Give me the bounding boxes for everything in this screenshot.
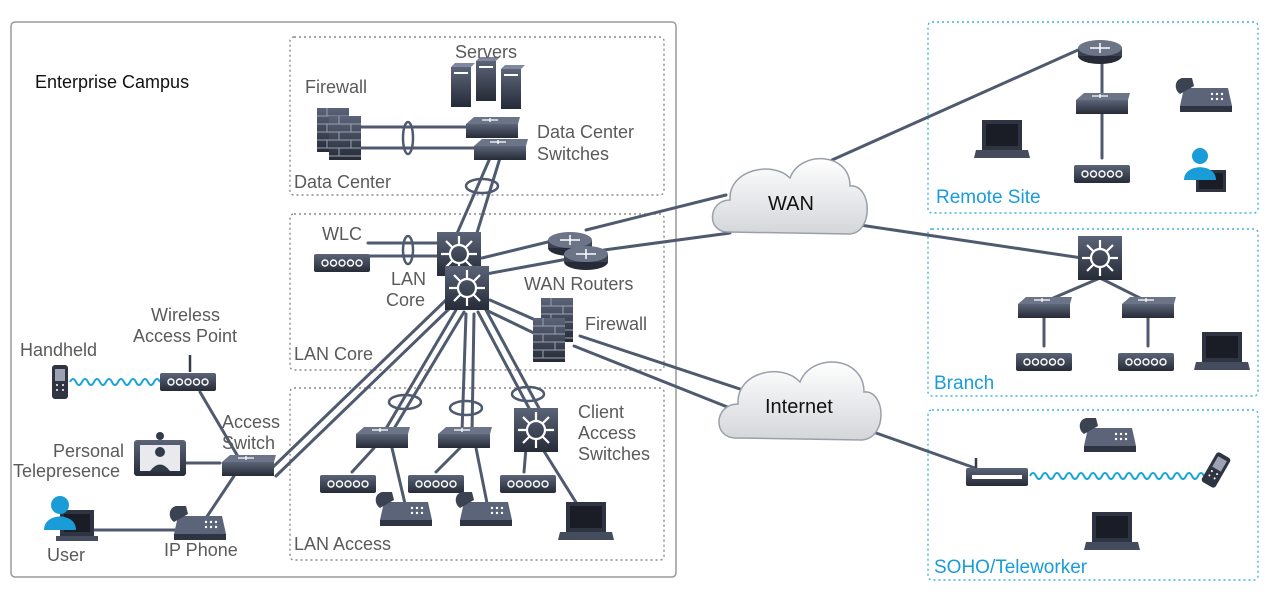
branch-zone <box>927 228 1259 397</box>
enterprise-campus-boundary <box>10 21 677 578</box>
wireless-link-handheld <box>69 378 161 386</box>
access-switch-label-line2: Switch <box>222 433 275 453</box>
lan-core-label-line2: Core <box>386 290 425 310</box>
handheld-icon <box>1200 451 1232 489</box>
data-center-zone-label: Data Center <box>294 172 391 192</box>
wlc-label: WLC <box>322 224 362 244</box>
soho-router-icon <box>966 458 1028 486</box>
lan-core-zone <box>289 213 665 371</box>
wan-label: WAN <box>768 193 814 215</box>
access-switch-icon <box>221 454 277 477</box>
network-links <box>82 48 1150 532</box>
laptop-icon <box>1194 332 1250 370</box>
ip-phone-icon <box>169 506 226 540</box>
client-access-label-line1: Client <box>578 402 624 422</box>
firewall-icon <box>316 107 362 161</box>
ip-phone-icon <box>375 492 512 526</box>
lan-core-label-line1: LAN <box>391 269 426 289</box>
wan-router-icon <box>547 231 609 271</box>
data-center-switch-icon <box>465 116 529 161</box>
wap-label-line2: Access Point <box>133 326 237 346</box>
hub-icon <box>1015 352 1175 372</box>
firewall-edge-label: Firewall <box>585 314 647 334</box>
lan-core-zone-label: LAN Core <box>294 344 373 364</box>
telepresence-icon <box>134 432 186 476</box>
laptop-icon <box>558 502 614 540</box>
switch-icon <box>1017 296 1177 319</box>
firewall-icon <box>532 297 574 363</box>
dc-switches-label-line1: Data Center <box>537 122 634 142</box>
lan-access-zone-label: LAN Access <box>294 534 391 554</box>
access-switch-icon <box>355 426 493 449</box>
ip-phone-icon <box>1079 418 1136 452</box>
handheld-icon <box>52 365 68 399</box>
handheld-label: Handheld <box>20 340 97 360</box>
hub-icon <box>1073 164 1131 184</box>
internet-cloud <box>718 361 882 441</box>
laptop-icon <box>1084 512 1140 550</box>
remote-site-zone-label: Remote Site <box>936 187 1041 208</box>
telepresence-label-line2: Telepresence <box>13 461 120 481</box>
switch-icon <box>1075 92 1131 115</box>
access-switch-label-line1: Access <box>222 412 280 432</box>
soho-zone-label: SOHO/Teleworker <box>934 557 1088 578</box>
servers-label: Servers <box>455 42 517 62</box>
laptop-icon <box>974 120 1030 158</box>
hub-icon <box>319 474 557 494</box>
dc-switches-label-line2: Switches <box>537 144 609 164</box>
branch-switch-icon <box>1076 234 1124 282</box>
user-icon <box>1184 148 1226 192</box>
firewall-dc-label: Firewall <box>305 77 367 97</box>
user-icon <box>44 496 98 541</box>
wlc-icon <box>313 253 371 273</box>
client-access-label-line2: Access <box>578 423 636 443</box>
wireless-access-point-icon <box>159 355 217 392</box>
wap-label-line1: Wireless <box>151 305 220 325</box>
server-icon <box>450 56 526 110</box>
router-icon <box>1077 39 1123 65</box>
lan-access-zone <box>289 387 665 561</box>
wan-cloud <box>711 157 868 235</box>
data-center-zone <box>289 36 665 196</box>
client-access-label-line3: Switches <box>578 444 650 464</box>
core-switch-icon <box>435 230 491 312</box>
ip-phone-icon <box>1175 78 1232 112</box>
telepresence-label-line1: Personal <box>53 441 124 461</box>
internet-label: Internet <box>765 396 833 418</box>
soho-zone <box>927 409 1259 581</box>
client-access-switch-icon <box>512 406 560 454</box>
enterprise-campus-label: Enterprise Campus <box>35 72 189 92</box>
user-label: User <box>47 545 85 565</box>
branch-zone-label: Branch <box>934 373 994 394</box>
wan-routers-label: WAN Routers <box>524 274 633 294</box>
wireless-link-soho <box>1029 472 1205 480</box>
ip-phone-label: IP Phone <box>164 540 238 560</box>
